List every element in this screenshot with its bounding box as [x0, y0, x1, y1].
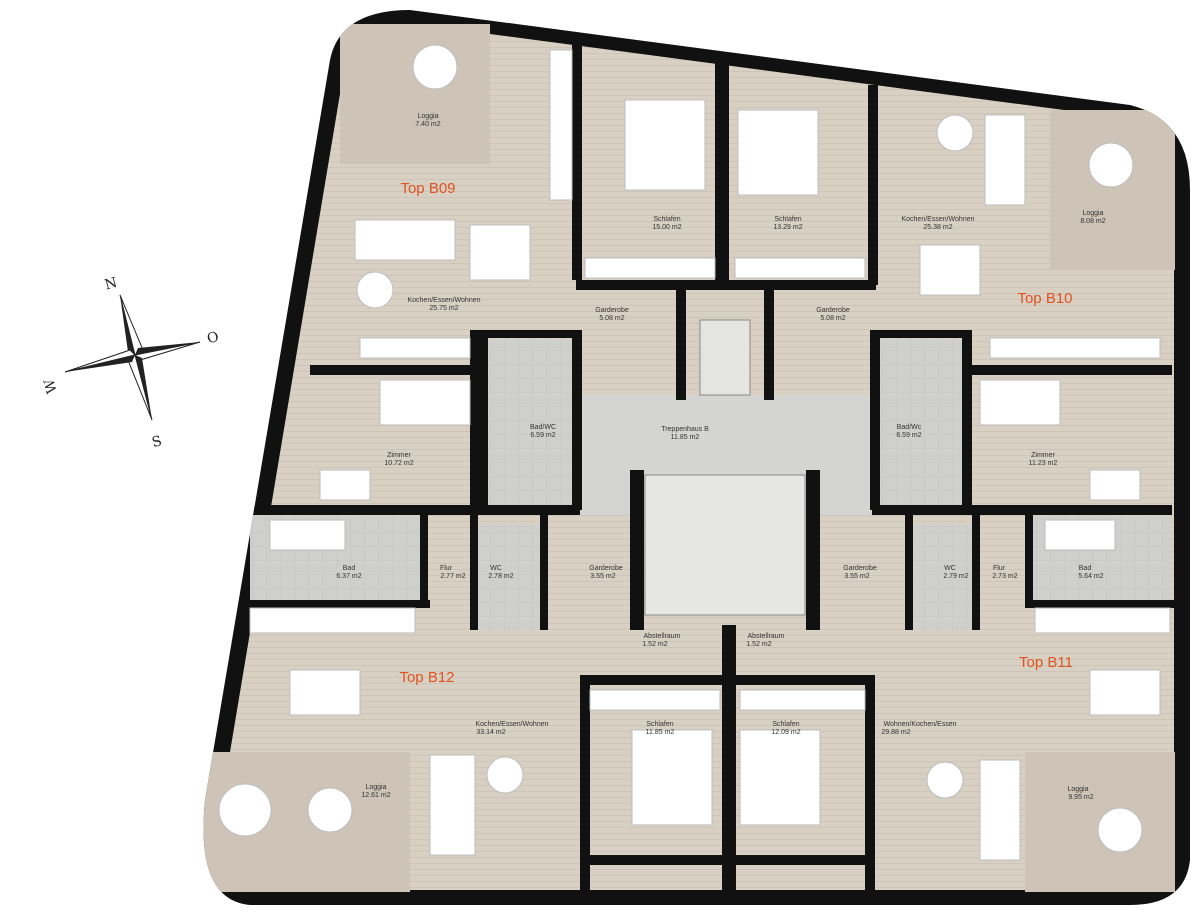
room-area-stair: 11.85 m2 [671, 434, 700, 441]
stair-flight [644, 474, 806, 616]
room-name-b10-zimmer: Zimmer [1031, 452, 1055, 459]
bad-b09-floor [485, 340, 575, 505]
compass-needle-north-dark [120, 295, 135, 355]
room-name-b10-badwc: Bad/Wc [897, 424, 922, 431]
room-name-b10-kochen: Kochen/Essen/Wohnen [901, 216, 974, 223]
room-area-b09-garderobe: 5.08 m2 [599, 315, 624, 322]
room-area-b10-loggia: 8.08 m2 [1080, 218, 1105, 225]
room-name-b11-schlafen: Schlafen [772, 721, 799, 728]
room-area-b09-zimmer: 10.72 m2 [384, 460, 413, 467]
unit-label-b11: Top B11 [1019, 654, 1073, 671]
unit-label-b12: Top B12 [399, 669, 454, 686]
room-name-b12-schlafen: Schlafen [646, 721, 673, 728]
room-name-b11-garderobe: Garderobe [843, 565, 877, 572]
room-area-b10-kochen: 25.38 m2 [923, 224, 952, 231]
room-area-b10-zimmer: 11.23 m2 [1029, 460, 1058, 467]
room-name-b12-loggia: Loggia [365, 784, 386, 791]
wc-b12-floor [475, 525, 540, 630]
compass-needle-east-dark [135, 342, 200, 355]
room-name-b09-badwc: Bad/WC [530, 424, 556, 431]
compass-needle-west-dark [65, 355, 135, 372]
room-area-b12-wc: 2.78 m2 [488, 573, 513, 580]
room-name-b12-flur: Flur [440, 565, 453, 572]
wc-b11-floor [910, 525, 975, 630]
room-name-b12-wc: WC [490, 565, 502, 572]
room-area-b11-wc: 2.79 m2 [943, 573, 968, 580]
room-area-b11-abstell: 1.52 m2 [746, 641, 771, 648]
room-area-b11-schlafen: 12.09 m2 [771, 729, 800, 736]
compass-east-letter: O [205, 329, 220, 347]
room-name-b11-loggia: Loggia [1067, 786, 1088, 793]
room-name-b11-flur: Flur [993, 565, 1006, 572]
room-name-b11-wohnen: Wohnen/Kochen/Essen [883, 721, 956, 728]
room-area-b12-bad: 6.37 m2 [336, 573, 361, 580]
room-area-b11-loggia: 9.95 m2 [1068, 794, 1093, 801]
compass-north-letter: N [103, 275, 119, 294]
room-name-b09-garderobe: Garderobe [595, 307, 629, 314]
room-area-b12-schlafen: 11.85 m2 [646, 729, 675, 736]
room-area-b12-loggia: 12.61 m2 [361, 792, 390, 799]
room-area-b09-schlafen: 15.00 m2 [652, 224, 681, 231]
compass-needle-south-dark [135, 355, 152, 420]
room-area-b09-loggia: 7.40 m2 [415, 121, 440, 128]
compass-south-letter: S [150, 433, 163, 451]
room-area-b12-garderobe: 3.55 m2 [590, 573, 615, 580]
room-area-b12-kochen: 33.14 m2 [476, 729, 505, 736]
room-name-b10-loggia: Loggia [1082, 210, 1103, 217]
room-name-b10-schlafen: Schlafen [774, 216, 801, 223]
bad-b10-floor [880, 340, 970, 505]
loggia-b10-area [1050, 110, 1175, 270]
room-area-b11-bad: 5.64 m2 [1078, 573, 1103, 580]
compass-west-letter: W [41, 376, 60, 395]
room-labels: Loggia 7.40 m2 Kochen/Essen/Wohnen 25.75… [336, 113, 1105, 801]
room-area-b11-wohnen: 29.88 m2 [881, 729, 910, 736]
room-name-b11-bad: Bad [1079, 565, 1092, 572]
room-name-b12-bad: Bad [343, 565, 356, 572]
room-area-b12-flur: 2.77 m2 [440, 573, 465, 580]
room-area-b12-abstell: 1.52 m2 [642, 641, 667, 648]
room-name-b09-schlafen: Schlafen [653, 216, 680, 223]
room-name-b12-garderobe: Garderobe [589, 565, 623, 572]
room-name-stair: Treppenhaus B [661, 426, 709, 433]
room-area-b09-kochen: 25.75 m2 [429, 305, 458, 312]
room-name-b10-garderobe: Garderobe [816, 307, 850, 314]
room-area-b10-garderobe: 5.08 m2 [820, 315, 845, 322]
room-name-b11-abstell: Abstellraum [748, 633, 785, 640]
unit-label-b09: Top B09 [400, 180, 455, 197]
room-area-b11-flur: 2.73 m2 [992, 573, 1017, 580]
room-area-b11-garderobe: 3.55 m2 [844, 573, 869, 580]
loggia-b09-area [340, 24, 490, 164]
room-name-b11-wc: WC [944, 565, 956, 572]
room-area-b10-schlafen: 13.29 m2 [773, 224, 802, 231]
interior-walls [240, 40, 1175, 895]
compass-rose: N O S W [41, 275, 220, 451]
furniture [218, 44, 1171, 861]
room-name-b09-kochen: Kochen/Essen/Wohnen [407, 297, 480, 304]
room-name-b09-zimmer: Zimmer [387, 452, 411, 459]
room-area-b09-badwc: 6.59 m2 [530, 432, 555, 439]
room-name-b09-loggia: Loggia [417, 113, 438, 120]
room-name-b12-abstell: Abstellraum [644, 633, 681, 640]
unit-label-b10: Top B10 [1017, 290, 1072, 307]
room-name-b12-kochen: Kochen/Essen/Wohnen [475, 721, 548, 728]
room-area-b10-badwc: 6.59 m2 [896, 432, 921, 439]
elevator-shaft [699, 319, 751, 396]
